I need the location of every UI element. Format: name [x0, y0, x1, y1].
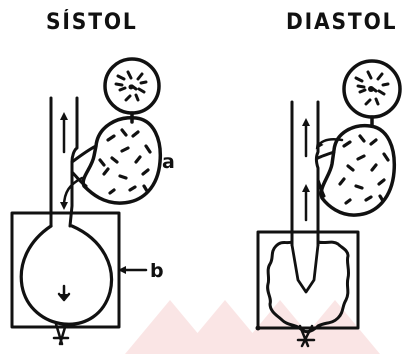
diastole-top-reservoir: [344, 61, 400, 117]
systole-figure: a b: [12, 59, 175, 344]
systole-ventricle: [21, 226, 111, 324]
label-b: b: [150, 260, 164, 282]
label-a: a: [162, 151, 175, 173]
systole-spotted-chamber: [83, 118, 160, 203]
diastole-side-arrow: [318, 139, 342, 146]
diastole-valve: [292, 245, 318, 292]
diastole-figure: [256, 61, 401, 346]
systole-top-reservoir: [105, 59, 159, 113]
